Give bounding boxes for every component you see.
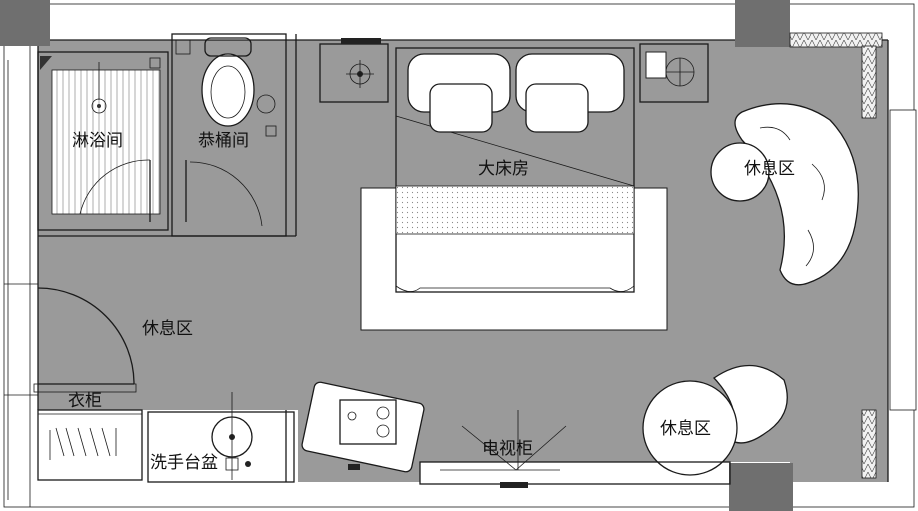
label-lounge-left: 休息区 (142, 319, 193, 339)
label-lounge-bottom: 休息区 (660, 419, 711, 439)
label-shower: 淋浴间 (72, 131, 123, 151)
column-bottom-right (729, 463, 793, 511)
column-top-left (0, 0, 50, 46)
curtain-right-bottom (861, 409, 877, 479)
washbasin (147, 392, 295, 483)
nightstand-right (639, 43, 709, 103)
label-tv-cabinet: 电视柜 (482, 439, 533, 459)
label-washbasin: 洗手台盆 (150, 453, 218, 473)
wardrobe (37, 409, 143, 481)
curtain-right-top (861, 45, 877, 119)
label-toilet: 恭桶间 (198, 131, 249, 151)
lounge-sofa (710, 103, 859, 286)
window-right (889, 109, 917, 411)
column-top-right (735, 0, 790, 47)
desk (301, 381, 425, 473)
lounge-chair (642, 364, 788, 476)
label-bedroom: 大床房 (478, 159, 529, 179)
entrance-door (33, 287, 137, 393)
tv-cabinet (419, 410, 731, 488)
label-lounge-right: 休息区 (744, 159, 795, 179)
shower-room (37, 51, 169, 231)
label-wardrobe: 衣柜 (68, 391, 102, 411)
bed (395, 47, 635, 293)
nightstand-left (319, 38, 389, 103)
window-top-right (789, 32, 883, 48)
